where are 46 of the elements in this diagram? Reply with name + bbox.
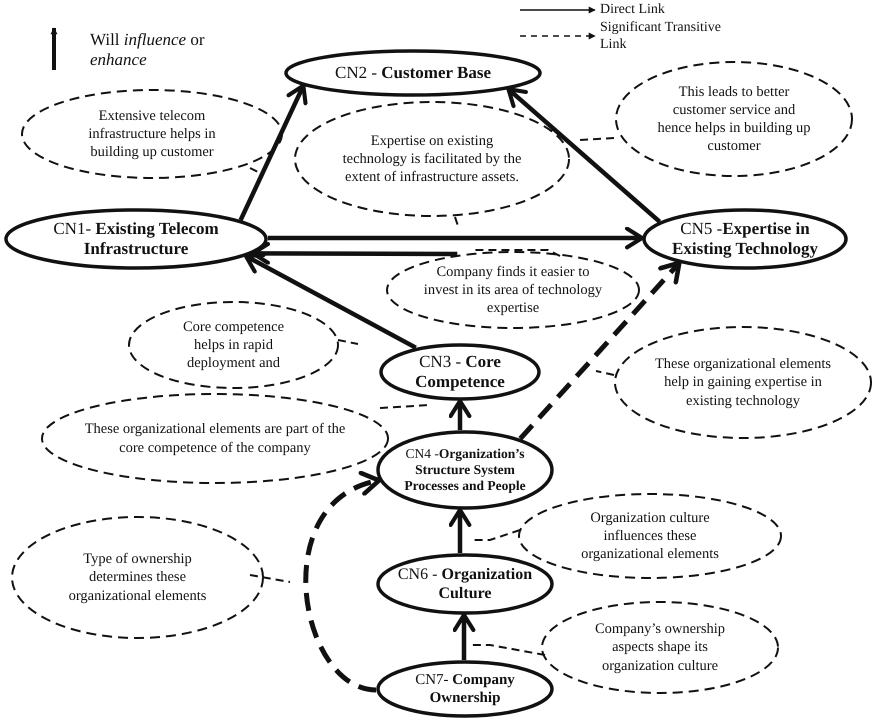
arrow (448, 398, 472, 430)
callout-ellipse (20, 88, 284, 180)
callout-text: These organizational elements help in gaining expertise in existing technology (654, 355, 832, 410)
arrow (448, 508, 472, 554)
callout-ellipse (127, 300, 340, 390)
callout-text: Extensive telecom infrastructure helps in building up customer (87, 106, 217, 162)
concept-ellipse (376, 553, 554, 615)
callout-ellipse (10, 515, 265, 640)
concept-ellipse (376, 660, 554, 718)
callout-text: These organizational elements are part of the core competence of the company (84, 420, 346, 457)
concept-label: CN3 - Core Competence (414, 352, 506, 392)
dashed-arrow (518, 260, 682, 440)
callout-text: Company’s ownership aspects shape its organization culture (594, 620, 726, 675)
legend-text: Direct Link (600, 2, 666, 19)
arrow (506, 87, 662, 224)
legend-text: Will influence or enhance (90, 30, 206, 71)
callout-text: Expertise on existing technology is facilitated by the extent of infrastructure assets. (342, 132, 522, 186)
callout-ellipse (293, 100, 571, 218)
callout-text: Organization culture influences these organizational elements (580, 508, 720, 564)
concept-label: CN4 -Organization’s Structure System Processes and People (403, 446, 527, 494)
concept-label: CN6 - Organization Culture (396, 564, 534, 604)
concept-ellipse (4, 208, 268, 270)
callout-text: This leads to better customer service and hence helps in building up customer (656, 82, 812, 156)
concept-label: CN1- Existing Telecom Infrastructure (52, 218, 220, 260)
concept-label: CN2 - Customer Base (335, 62, 491, 84)
callout-ellipse (614, 60, 854, 178)
arrow (452, 612, 476, 660)
callout-text: Company finds it easier to invest in its area of technology expertise (422, 262, 604, 318)
concept-ellipse (376, 430, 554, 510)
legend-text: Significant Transitive Link (600, 20, 722, 54)
callout-ellipse (540, 600, 780, 695)
concept-label: CN5 -Expertise in Existing Technology (671, 218, 819, 260)
dashed-arrow (304, 473, 382, 692)
arrow (244, 252, 417, 350)
concept-label: CN7- Company Ownership (414, 671, 516, 707)
concept-ellipse (379, 343, 541, 401)
arrow (250, 242, 458, 265)
callout-ellipse (385, 250, 641, 330)
callout-text: Core competence helps in rapid deployment and (182, 318, 286, 372)
concept-ellipse (642, 208, 848, 270)
callout-ellipse (613, 325, 873, 440)
callout-text: Type of ownership determines these organizational elements (68, 550, 208, 605)
arrow (268, 226, 644, 250)
callout-ellipse (40, 392, 390, 485)
arrow (238, 84, 308, 222)
concept-ellipse (284, 49, 542, 97)
